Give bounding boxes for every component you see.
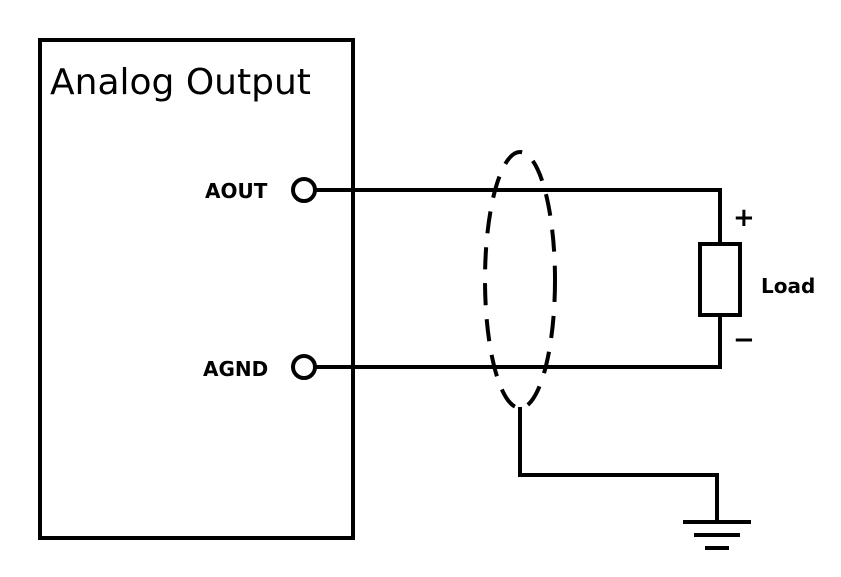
ground-icon — [683, 520, 751, 550]
aout-terminal — [291, 177, 317, 203]
agnd-terminal — [291, 354, 317, 380]
agnd-label: AGND — [203, 357, 268, 381]
load-resistor — [698, 242, 742, 317]
module-title: Analog Output — [50, 62, 311, 103]
shield-drain-wire — [518, 407, 719, 522]
load-minus-sign: − — [733, 325, 755, 355]
aout-label: AOUT — [205, 179, 268, 203]
load-plus-sign: + — [733, 203, 755, 233]
agnd-wire — [314, 313, 722, 369]
cable-shield-icon — [483, 150, 557, 410]
load-label: Load — [761, 274, 815, 298]
analog-output-module — [38, 38, 355, 540]
aout-wire — [314, 188, 722, 246]
